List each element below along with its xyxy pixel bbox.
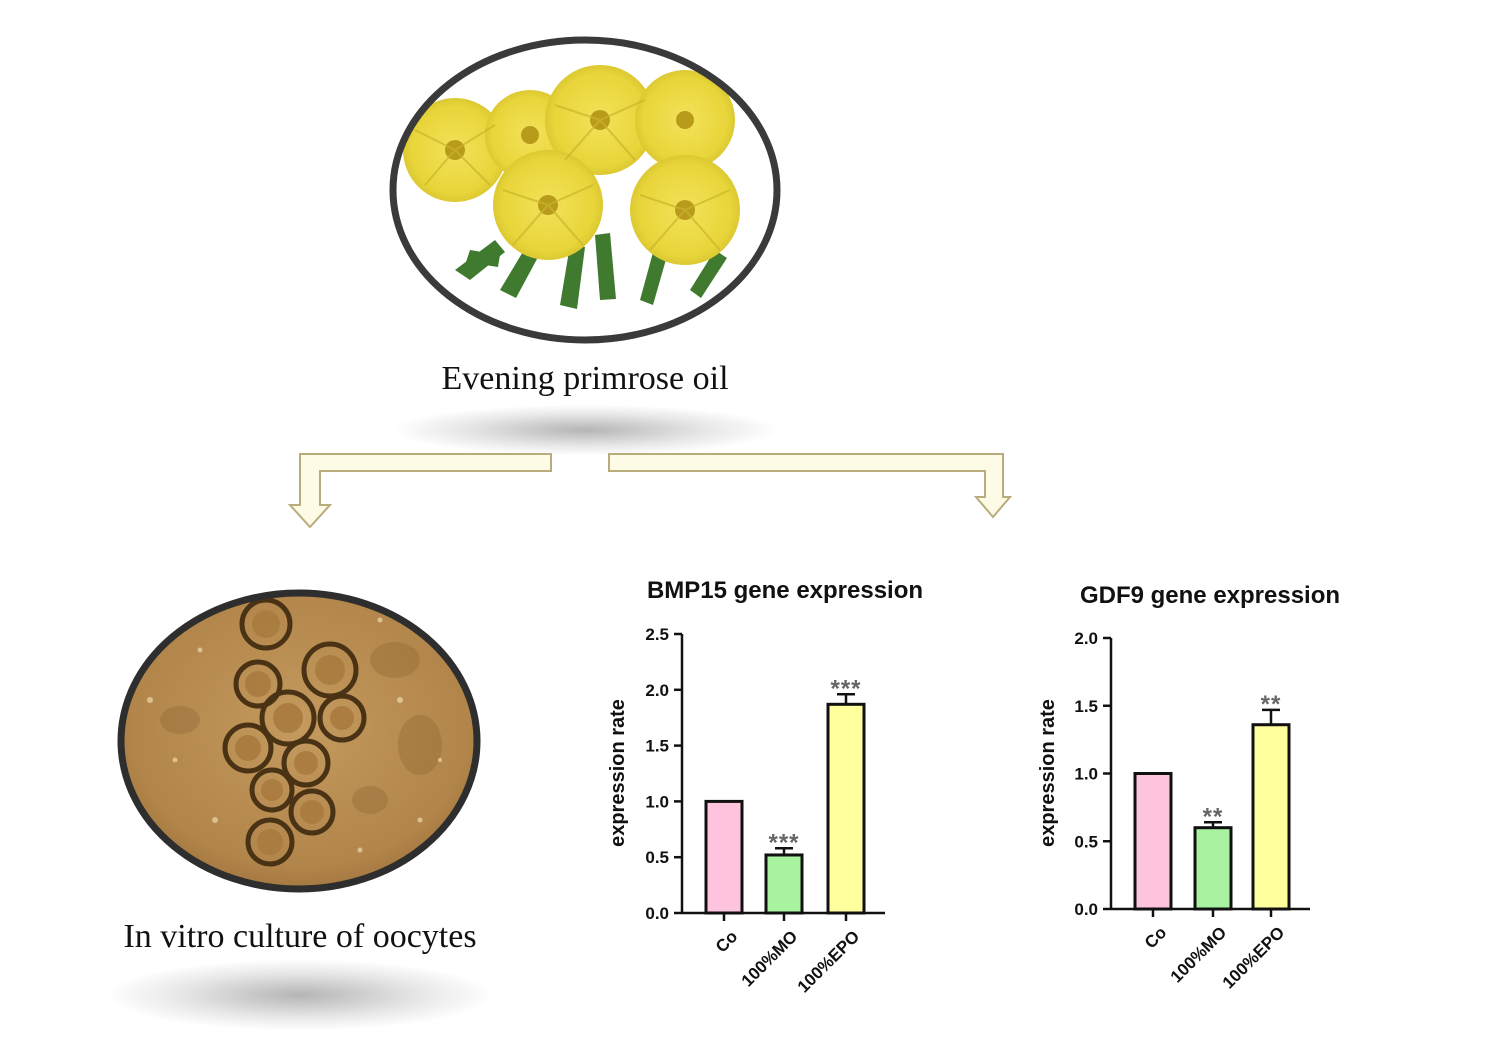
oocyte-micrograph xyxy=(121,593,477,889)
flower-frame xyxy=(389,36,781,344)
left-arrow xyxy=(287,453,552,529)
top-label-shadow xyxy=(395,405,775,455)
right-arrow xyxy=(608,453,1013,519)
bottom-label-shadow xyxy=(110,960,490,1030)
oocyte-frame xyxy=(117,589,481,893)
flower-group xyxy=(393,40,777,340)
flower-4 xyxy=(635,70,735,170)
top-label: Evening primrose oil xyxy=(441,360,729,397)
bottom-left-label: In vitro culture of oocytes xyxy=(123,918,477,955)
